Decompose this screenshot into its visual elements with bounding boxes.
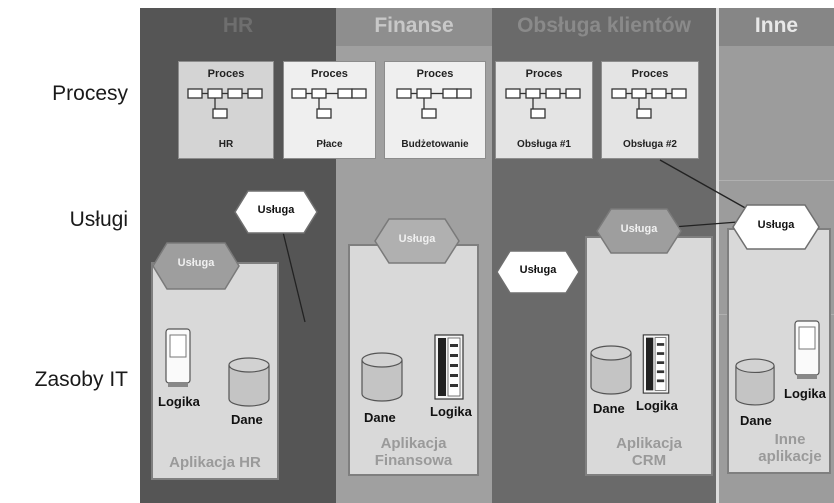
data-label: Dane	[231, 412, 263, 427]
app-name-finance-line2: Finansowa	[374, 452, 453, 469]
service-label: Usługa	[519, 264, 557, 276]
column-title-hr: HR	[222, 14, 254, 37]
logic-label: Logika	[430, 404, 472, 419]
service-hex-other: Usługa	[732, 204, 820, 250]
process-flow-icon	[290, 88, 367, 119]
database-icon	[228, 357, 270, 407]
service-hex-finance: Usługa	[374, 218, 460, 264]
row-label-it-resources: Zasoby IT	[34, 368, 128, 391]
process-flow-icon	[505, 88, 581, 119]
app-name-crm-line2: CRM	[631, 452, 667, 469]
process-header: Proces	[631, 68, 669, 80]
header-band	[336, 8, 492, 46]
process-name: Budżetowanie	[401, 139, 469, 150]
row-label-processes: Procesy	[52, 82, 128, 105]
service-label: Usługa	[398, 233, 436, 245]
server-icon	[165, 328, 191, 387]
process-header: Proces	[525, 68, 563, 80]
app-name-hr: Aplikacja HR	[169, 454, 261, 471]
connector-line	[659, 159, 757, 215]
server-rack-icon	[434, 334, 464, 400]
server-icon	[794, 320, 820, 379]
logic-label: Logika	[636, 398, 678, 413]
process-header: Proces	[207, 68, 245, 80]
data-label: Dane	[593, 401, 625, 416]
header-band: Finanse	[374, 14, 454, 37]
app-name-finance-line1: Aplikacja	[380, 435, 447, 452]
logic-label: Logika	[158, 394, 200, 409]
service-label: Usługa	[620, 223, 658, 235]
row-divider	[719, 180, 834, 181]
process-flow-icon	[187, 88, 263, 119]
database-icon	[590, 345, 632, 395]
process-header: Proces	[311, 68, 348, 80]
data-label: Dane	[740, 413, 772, 428]
service-label: Usługa	[257, 204, 295, 216]
service-hex-customer: Usługa	[496, 250, 580, 294]
process-name: Obsługa #1	[517, 139, 571, 150]
header-band	[719, 8, 834, 46]
service-label: Usługa	[177, 257, 215, 269]
logic-label: Logika	[784, 386, 826, 401]
app-name-other-line2: aplikacje	[758, 448, 822, 465]
server-rack-icon	[642, 334, 670, 394]
service-hex-crm: Usługa	[596, 208, 682, 254]
process-name: Obsługa #2	[623, 139, 677, 150]
header-band: Inne	[754, 14, 799, 37]
column-title-customer: Obsługa klientów	[517, 14, 691, 37]
process-flow-icon	[396, 88, 472, 119]
row-label-services: Usługi	[69, 208, 128, 231]
database-icon	[735, 358, 775, 406]
process-header: Proces	[416, 68, 454, 80]
database-icon	[361, 352, 403, 402]
process-box-service-2: Proces Obsługa #2	[601, 61, 699, 159]
data-label: Dane	[364, 410, 396, 425]
app-name-crm-line1: Aplikacja	[616, 435, 682, 452]
service-label: Usługa	[757, 219, 795, 231]
service-hex-hr: Usługa	[152, 242, 240, 290]
connector-line	[282, 231, 306, 323]
process-box-payroll: Proces Płace	[283, 61, 376, 159]
process-box-hr: Proces HR	[178, 61, 274, 159]
process-box-budgeting: Proces Budżetowanie	[384, 61, 486, 159]
app-name-other-line1: Inne	[774, 431, 806, 448]
process-box-service-1: Proces Obsługa #1	[495, 61, 593, 159]
process-flow-icon	[611, 88, 687, 119]
process-name: HR	[218, 139, 234, 150]
service-hex-hr-top: Usługa	[234, 190, 318, 234]
process-name: Płace	[316, 139, 343, 150]
